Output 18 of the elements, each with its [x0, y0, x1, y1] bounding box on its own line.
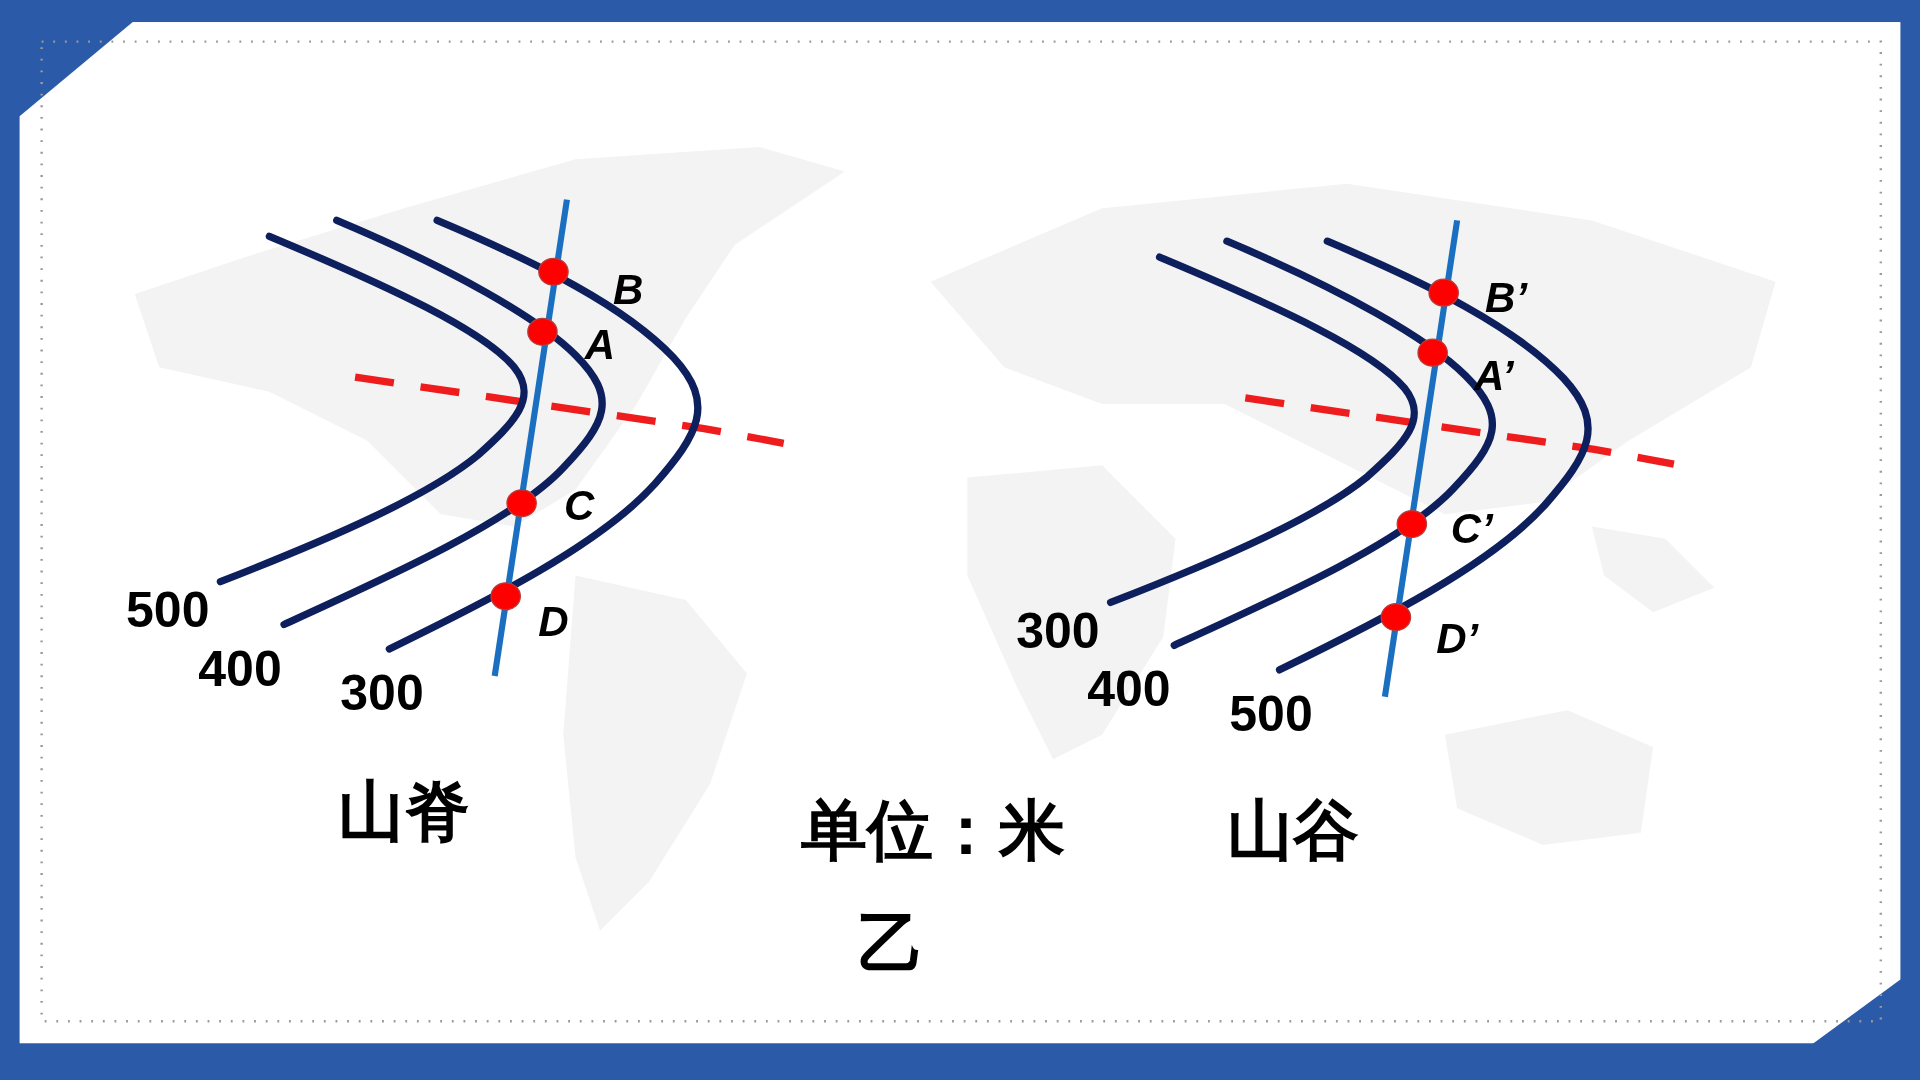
contour-value: 400	[198, 643, 282, 694]
point-label: A’	[1474, 354, 1514, 397]
landform-caption: 山谷	[1227, 797, 1360, 864]
contour-value: 400	[1087, 664, 1171, 715]
contour-value: 500	[126, 584, 210, 635]
unit-note: 单位：米	[801, 797, 1066, 864]
contour-value: 300	[340, 668, 424, 719]
point-label: A	[584, 324, 616, 367]
point-label: D’	[1436, 618, 1479, 661]
point-label: C’	[1450, 507, 1493, 550]
point-label: C	[564, 484, 595, 527]
figure-mark: 乙	[858, 909, 925, 976]
contour-value: 300	[1016, 605, 1100, 656]
point-label: B	[613, 269, 644, 312]
contour-value: 500	[1229, 688, 1313, 739]
point-label: D	[538, 601, 569, 644]
landform-caption: 山脊	[338, 777, 471, 844]
point-label: B’	[1485, 276, 1528, 319]
